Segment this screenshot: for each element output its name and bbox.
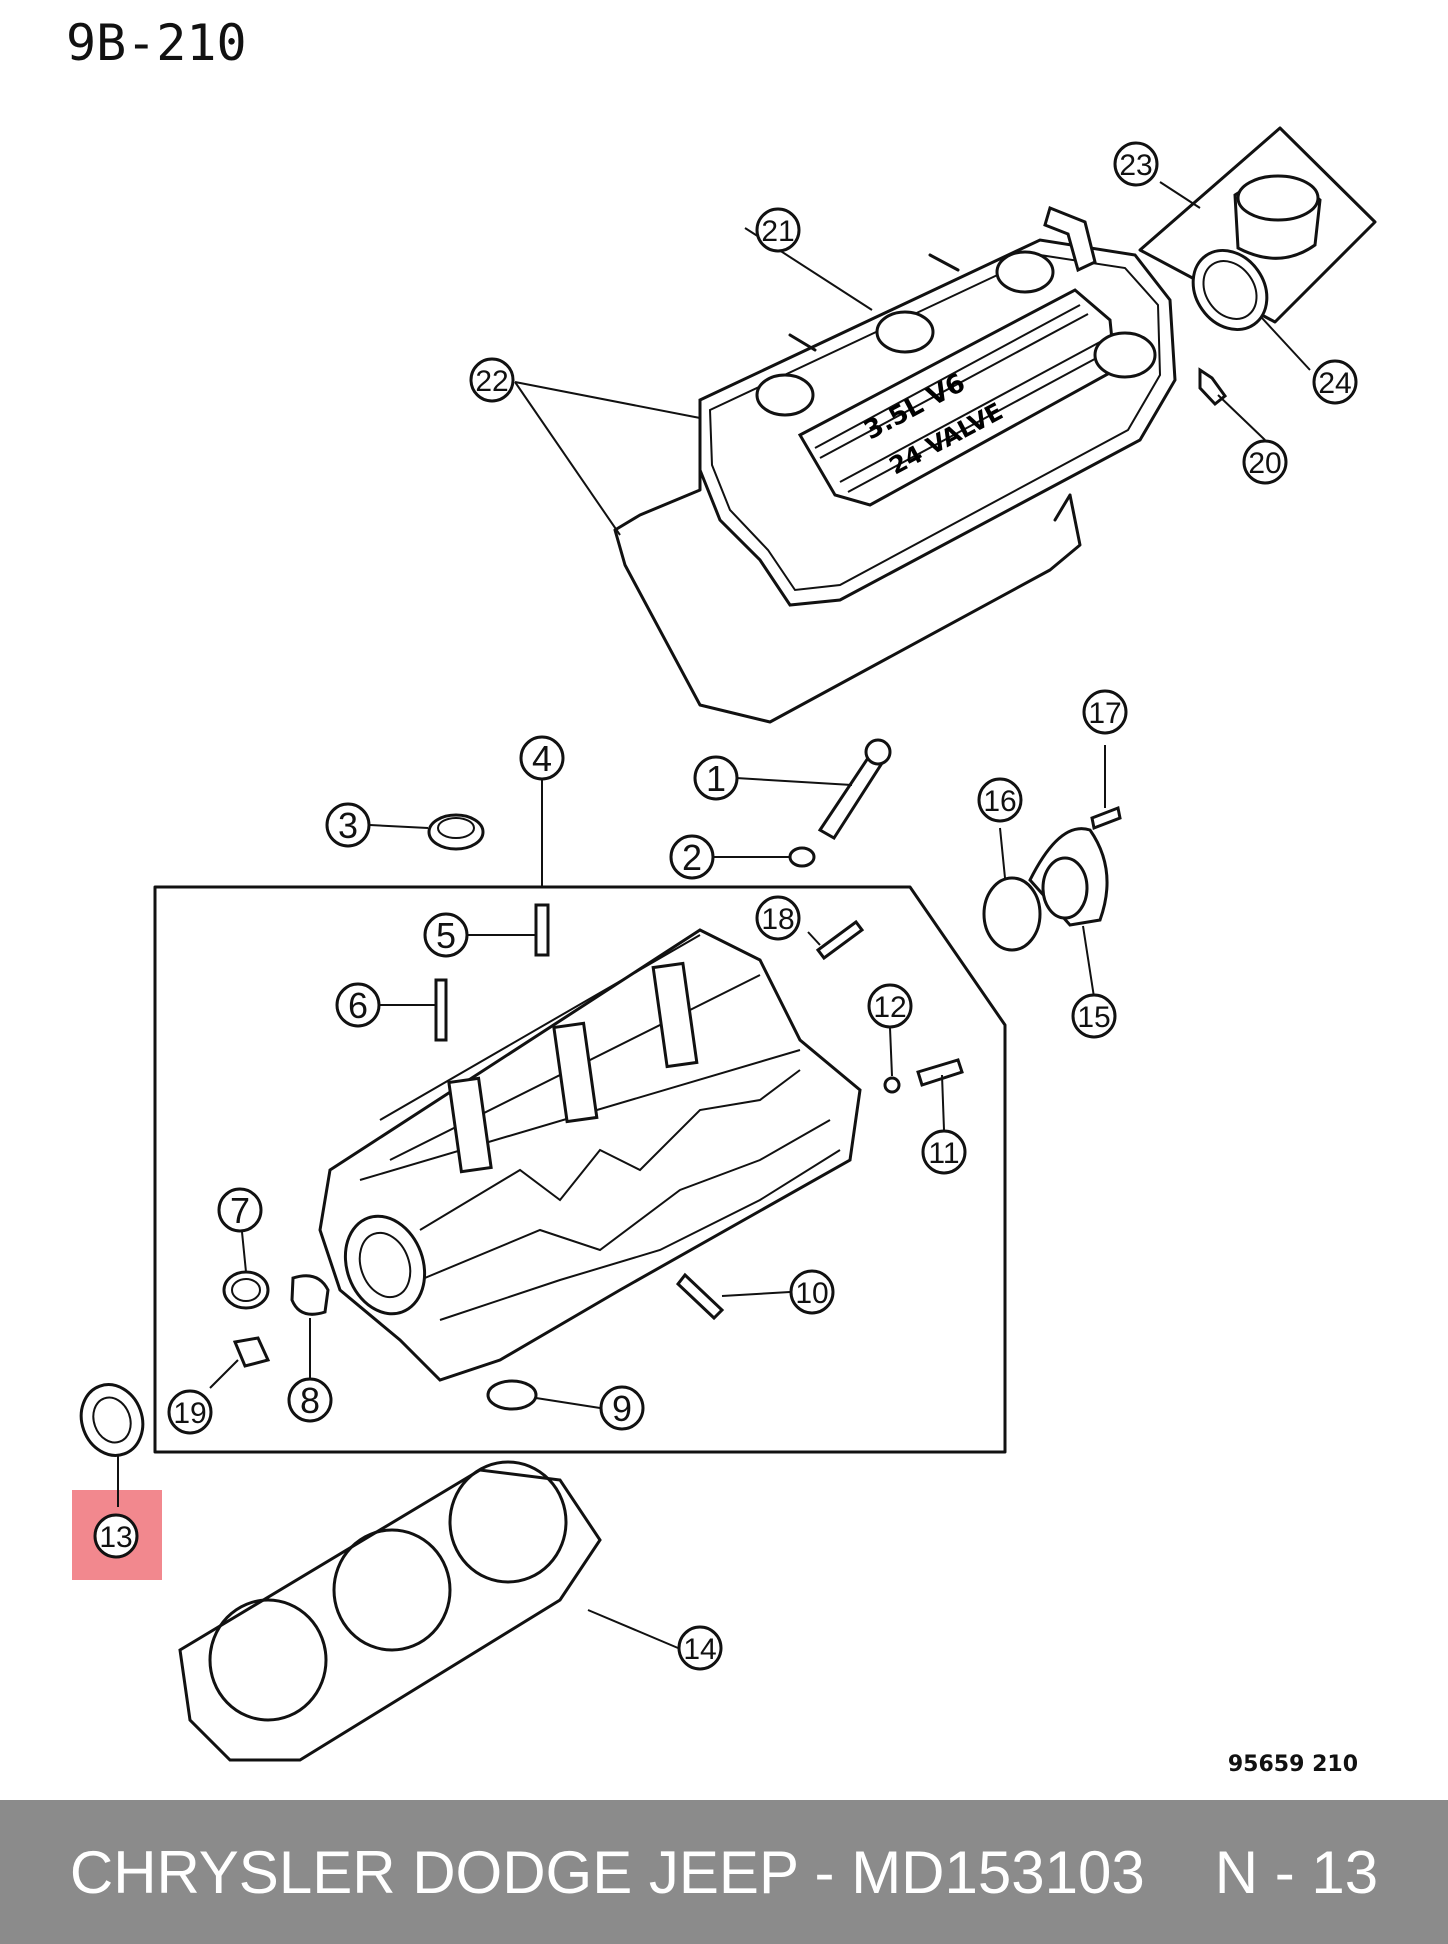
callout-19: 19 — [167, 1389, 213, 1435]
plug-seal — [427, 813, 485, 851]
callout-9: 9 — [599, 1385, 645, 1431]
callout-15: 15 — [1071, 993, 1117, 1039]
callout-11: 11 — [921, 1129, 967, 1175]
callout-22: 22 — [469, 357, 515, 403]
callout-2: 2 — [669, 834, 715, 880]
callout-20: 20 — [1242, 439, 1288, 485]
callout-7: 7 — [217, 1187, 263, 1233]
callout-3: 3 — [325, 802, 371, 848]
callout-14-label: 14 — [683, 1633, 716, 1666]
sheet-code: 9B-210 — [66, 14, 247, 72]
callout-21: 21 — [755, 207, 801, 253]
callout-5: 5 — [423, 912, 469, 958]
callout-1-label: 1 — [706, 758, 726, 799]
callout-21-label: 21 — [761, 215, 794, 248]
callout-10-label: 10 — [795, 1277, 828, 1310]
callout-17-label: 17 — [1088, 697, 1121, 730]
footer-bar: CHRYSLER DODGE JEEP - MD153103 N - 13 — [0, 1800, 1448, 1944]
callout-8-label: 8 — [300, 1380, 320, 1421]
callout-12: 12 — [867, 983, 913, 1029]
callout-12-label: 12 — [873, 991, 906, 1024]
head-gasket — [178, 1460, 602, 1762]
oil-cap-group — [1138, 126, 1377, 332]
callout-7-label: 7 — [230, 1190, 250, 1231]
end-plate-bolt — [1090, 805, 1122, 831]
callout-23-label: 23 — [1119, 149, 1152, 182]
callout-14: 14 — [677, 1625, 723, 1671]
callout-10: 10 — [789, 1269, 835, 1315]
callout-23: 23 — [1113, 141, 1159, 187]
callout-4: 4 — [519, 735, 565, 781]
callout-16: 16 — [977, 777, 1023, 823]
callout-11-label: 11 — [928, 1137, 959, 1170]
cylinder-head — [318, 928, 862, 1382]
callout-17: 17 — [1082, 689, 1128, 735]
callout-19-label: 19 — [173, 1397, 206, 1430]
callout-13-label: 13 — [99, 1521, 132, 1554]
callout-3-label: 3 — [338, 805, 358, 846]
callout-24: 24 — [1312, 359, 1358, 405]
small-parts — [222, 903, 964, 1411]
callout-5-label: 5 — [436, 915, 456, 956]
callout-15-label: 15 — [1077, 1001, 1110, 1034]
callout-13: 13 — [93, 1513, 139, 1559]
callout-18-label: 18 — [761, 903, 794, 936]
washer — [788, 846, 816, 868]
footer-part-text: CHRYSLER DODGE JEEP - MD153103 — [69, 1838, 1145, 1906]
leader-lines — [117, 181, 1311, 1649]
figure-code: 95659 210 — [1227, 1752, 1358, 1777]
callout-24-label: 24 — [1318, 367, 1351, 400]
valve-cover: 3.5L V6 24 VALVE — [698, 205, 1177, 607]
cylinder-head-frame — [153, 885, 1007, 1454]
end-plate-oring — [982, 876, 1042, 952]
oil-seal — [79, 1383, 145, 1457]
callout-1: 1 — [693, 755, 739, 801]
callout-6: 6 — [335, 982, 381, 1028]
callout-16-label: 16 — [983, 785, 1016, 818]
callout-22-label: 22 — [475, 365, 508, 398]
callout-4-label: 4 — [532, 738, 552, 779]
callout-9-label: 9 — [612, 1388, 632, 1429]
callout-18: 18 — [755, 895, 801, 941]
callout-2-label: 2 — [682, 837, 702, 878]
exploded-parts-diagram: .ln { fill: none; stroke: #111; stroke-w… — [72, 126, 1377, 1762]
callout-6-label: 6 — [348, 985, 368, 1026]
callout-20-label: 20 — [1248, 447, 1281, 480]
callout-8: 8 — [287, 1377, 333, 1423]
valve-cover-gasket — [613, 408, 1082, 724]
footer-page-text: N - 13 — [1214, 1838, 1379, 1906]
